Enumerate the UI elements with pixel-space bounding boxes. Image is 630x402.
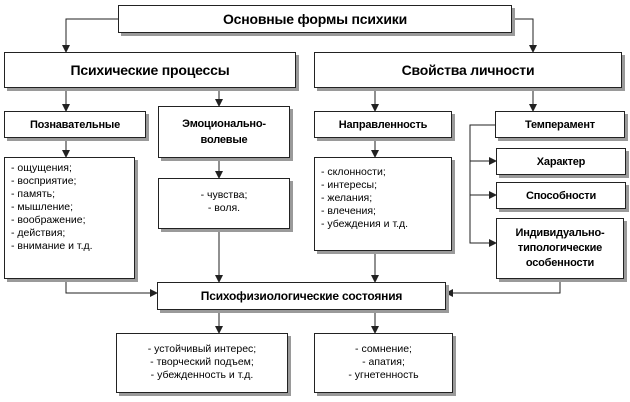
personality-box: Свойства личности (314, 52, 622, 88)
link-title-processes (62, 18, 118, 53)
list-item: - желания; (321, 192, 373, 204)
list-item: - память; (11, 188, 56, 200)
list-item: - творческий подъем; (150, 356, 254, 368)
list-item: - устойчивый интерес; (147, 343, 257, 355)
orientation-box: Направленность (314, 111, 452, 138)
individual-title: Индивидуально-типологические особенности (515, 227, 605, 269)
link-individual-states (445, 279, 561, 297)
temperament-title: Темперамент (525, 118, 595, 131)
list-item: - внимание и т.д. (11, 240, 93, 252)
link-title-personality (512, 18, 537, 53)
list-item: - ощущения; (11, 162, 72, 174)
states-title: Психофизиологические состояния (200, 289, 403, 303)
orientation-list: - склонности; - интересы; - желания; - в… (314, 157, 452, 251)
cognitive-box: Познавательные (4, 111, 146, 138)
list-item: - мышление; (11, 201, 73, 213)
abilities-title: Способности (525, 189, 597, 202)
processes-box: Психические процессы (4, 52, 296, 88)
cognitive-list: - ощущения; - восприятие; - память; - мы… (4, 157, 135, 279)
list-item: - интересы; (321, 179, 378, 191)
temperament-box: Темперамент (495, 111, 625, 138)
title-text: Основные формы психики (222, 11, 408, 27)
list-item: - склонности; (321, 166, 386, 178)
character-box: Характер (496, 148, 626, 175)
emotional-box: Эмоционально-волевые (158, 106, 290, 158)
personality-title: Свойства личности (401, 62, 535, 78)
list-item: - сомнение; (355, 343, 412, 355)
list-item: - убеждения и т.д. (321, 218, 409, 230)
list-item: - угнетенность (348, 369, 419, 381)
list-item: - апатия; (362, 356, 405, 368)
emotional-title: Эмоционально-волевые (182, 118, 266, 146)
abilities-box: Способности (496, 182, 626, 209)
cognitive-title: Познавательные (29, 118, 121, 131)
list-item: - влечения; (321, 205, 376, 217)
processes-title: Психические процессы (70, 62, 230, 78)
emotional-list: - чувства; - воля. (158, 178, 290, 229)
individual-box: Индивидуально-типологические особенности (496, 218, 624, 279)
link-cognitive-states (65, 279, 158, 297)
list-item: - восприятие; (11, 175, 77, 187)
list-item: - чувства; (200, 189, 248, 201)
states-right-list: - сомнение; - апатия; - угнетенность (314, 333, 453, 393)
states-box: Психофизиологические состояния (157, 282, 446, 310)
list-item: - воля. (207, 202, 241, 214)
title-box: Основные формы психики (118, 5, 512, 33)
list-item: - воображение; (11, 214, 86, 226)
list-item: - действия; (11, 227, 66, 239)
character-title: Характер (536, 155, 586, 168)
link-temperament-bracket (469, 124, 497, 247)
orientation-title: Направленность (338, 118, 428, 131)
states-left-list: - устойчивый интерес; - творческий подъе… (116, 333, 288, 393)
list-item: - убежденность и т.д. (150, 369, 254, 381)
